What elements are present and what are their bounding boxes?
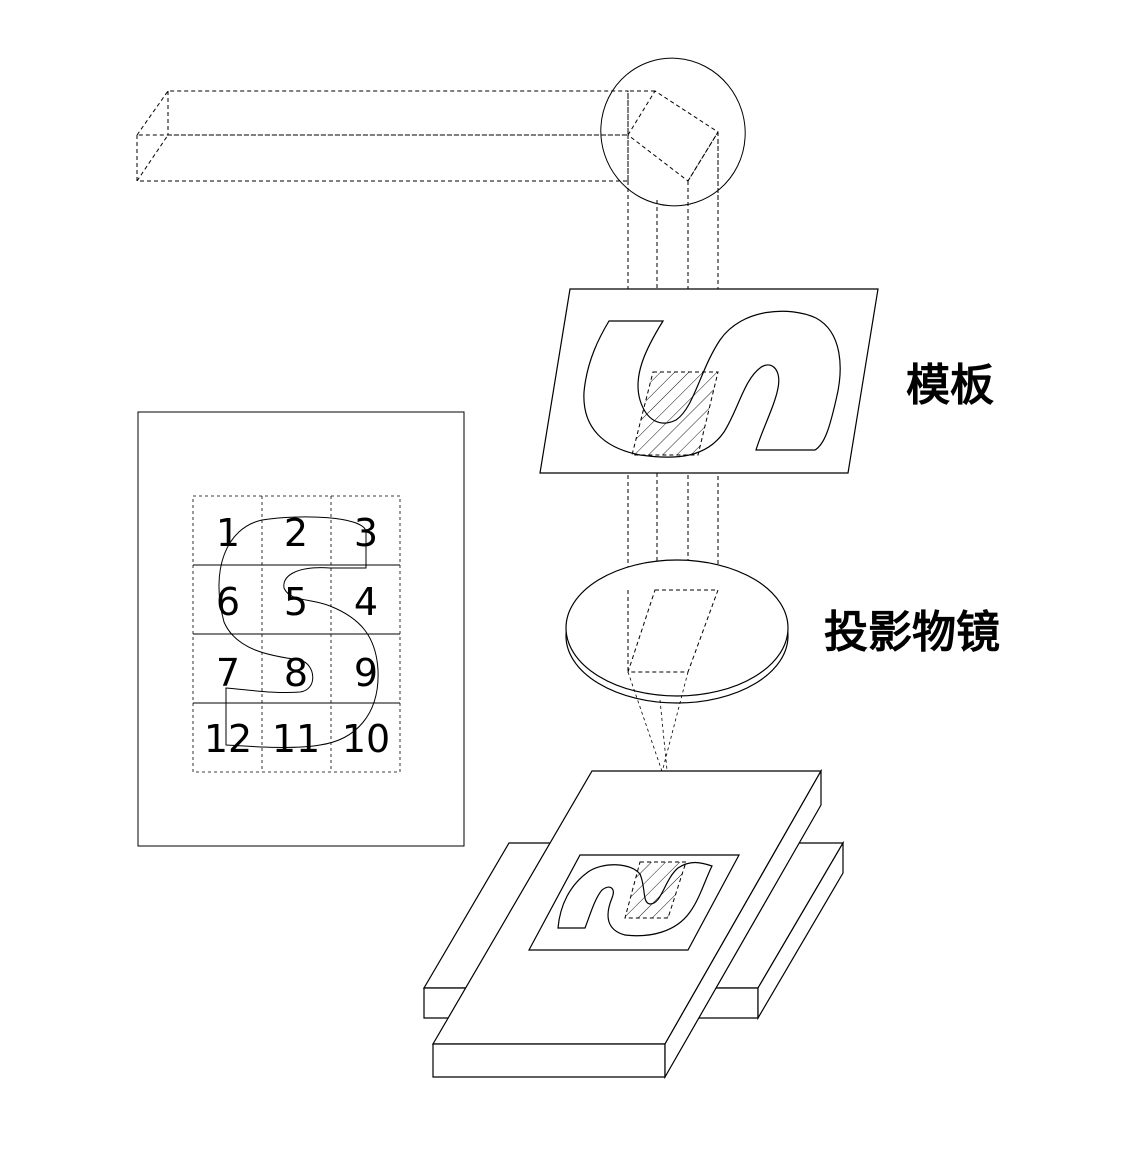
grid-cell-number: 1 [216,511,240,555]
reflecting-mirror [600,57,746,207]
grid-cell-number: 2 [284,511,308,555]
grid-cell-number: 10 [342,717,390,761]
projection-lens [565,559,789,704]
mask-label: 模板 [906,360,994,411]
grid-cell-number: 7 [216,651,240,695]
grid-cell-number: 9 [354,651,378,695]
wafer [527,854,741,951]
grid-cell-number: 8 [284,651,308,695]
grid-cell-number: 4 [354,580,378,624]
grid-cell-number: 12 [204,717,252,761]
scan-path [218,516,379,748]
grid-cell-number: 3 [354,511,378,555]
projection-lens-label: 投影物镜 [824,607,1000,658]
grid-cell-number: 6 [216,580,240,624]
light-beam-box [136,90,629,182]
grid-cell-number: 11 [272,717,320,761]
grid-numbers: 1 2 3 6 5 4 7 8 9 12 11 10 [204,511,390,761]
reticle-field-panel [137,411,465,847]
mask-plate [539,288,879,474]
grid-cell-number: 5 [284,580,308,624]
field-grid [192,495,401,773]
